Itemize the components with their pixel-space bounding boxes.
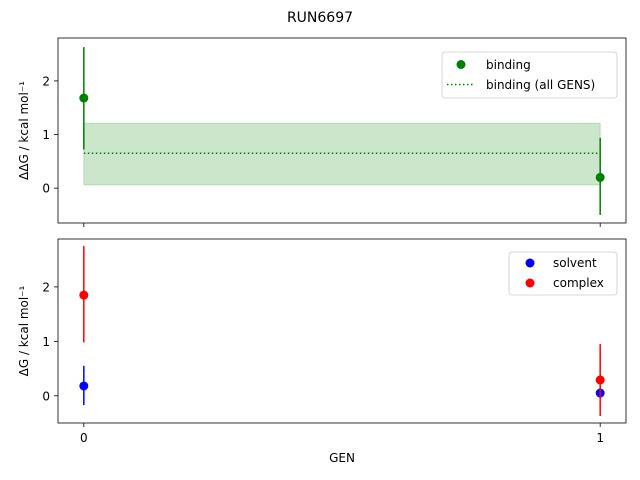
binding-point <box>595 172 605 182</box>
free-energy-legend-box <box>508 251 618 296</box>
solvent-point <box>79 381 89 391</box>
free-energy-y-tick-label: 0 <box>42 389 50 403</box>
binding-panel: 0 1 2 ΔΔG / kcal mol⁻¹ binding binding (al… <box>17 37 627 227</box>
binding-marks <box>79 47 605 215</box>
legend-binding-marker <box>456 60 466 69</box>
legend-solvent-marker <box>525 258 535 268</box>
free-energy-marks <box>79 246 605 416</box>
x-tick-label: 0 <box>80 431 88 445</box>
x-axis-label: GEN <box>329 451 355 465</box>
binding-panel-frame <box>57 37 627 224</box>
legend-complex-label: complex <box>553 276 604 290</box>
legend-binding-all-gens-label: binding (all GENS) <box>486 78 595 92</box>
binding-y-ticks: 0 1 2 <box>42 74 601 227</box>
binding-y-tick-label: 2 <box>42 74 50 88</box>
binding-y-tick-label: 0 <box>42 182 50 196</box>
complex-point <box>79 290 89 300</box>
binding-legend-box <box>441 51 618 99</box>
free-energy-y-ticks: 0 1 2 <box>42 280 58 403</box>
legend-solvent-label: solvent <box>553 256 597 270</box>
legend-complex-marker <box>525 278 535 288</box>
free-energy-y-axis-label: ΔG / kcal mol⁻¹ <box>17 285 31 376</box>
binding-all-gens-band-area <box>83 122 601 186</box>
binding-y-tick-label: 1 <box>42 128 50 142</box>
free-energy-legend: solvent complex <box>508 251 618 296</box>
complex-point <box>595 375 605 385</box>
binding-legend: binding binding (all GENS) <box>441 51 618 99</box>
x-tick-label: 1 <box>596 431 604 445</box>
legend-binding-label: binding <box>486 58 531 72</box>
free-energy-y-tick-label: 1 <box>42 335 50 349</box>
chart-title: RUN6697 <box>287 10 353 26</box>
free-energy-panel-frame <box>57 238 627 424</box>
free-energy-y-tick-label: 2 <box>42 280 50 294</box>
binding-all-gens-band <box>83 122 601 186</box>
binding-y-axis-label: ΔΔG / kcal mol⁻¹ <box>17 81 31 180</box>
binding-point <box>79 93 89 103</box>
